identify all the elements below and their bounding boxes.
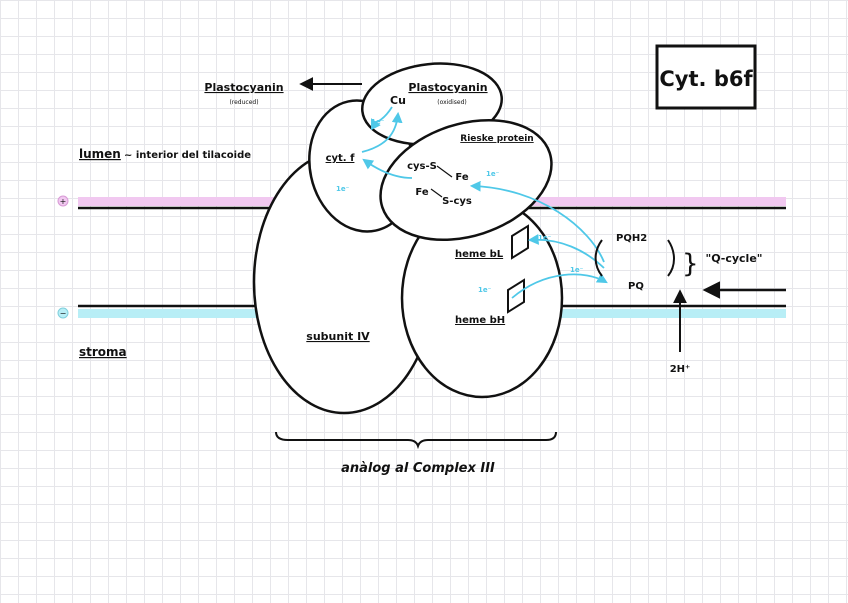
plastocyanin-oxidised-state: (oxidised) — [437, 99, 467, 106]
proton-label: 2H⁺ — [670, 364, 691, 375]
stroma-label: stroma — [79, 345, 127, 359]
cluster-bond-lower — [430, 188, 443, 198]
plastocyanin-oxidised-label: Plastocyanin — [408, 81, 487, 94]
electron-arrow-fe-to-cytf — [362, 158, 413, 179]
copper-center-label: Cu — [390, 94, 406, 107]
electron-label-heme-mid: 1e⁻ — [570, 266, 584, 274]
heme-bh-label: heme bH — [455, 315, 505, 326]
stroma-charge-marker — [57, 307, 69, 319]
electron-label-pc: 1e⁻ — [371, 118, 385, 126]
lumen-charge-sign: + — [60, 197, 67, 206]
q-cycle-close-paren — [667, 239, 675, 277]
cluster-bond-upper — [436, 165, 453, 178]
electron-label-heme-lower: 1e⁻ — [478, 286, 492, 294]
pqh2-label: PQH2 — [616, 233, 647, 244]
electron-pathways — [361, 106, 608, 299]
cluster-fe-right: Fe — [455, 172, 468, 183]
heme-bh-shape — [507, 278, 525, 314]
heme-bl-label: heme bL — [455, 249, 504, 260]
plastocyanin-reduced-label: Plastocyanin — [204, 81, 283, 94]
q-cycle-open-paren — [594, 239, 603, 277]
subunit-iv-label: subunit IV — [306, 330, 370, 343]
pq-label: PQ — [628, 281, 644, 292]
rieske-protein-label: Rieske protein — [460, 134, 533, 144]
rieske-protein-ellipse — [379, 118, 553, 242]
electron-label-cytf: 1e⁻ — [336, 185, 350, 193]
electron-arrow-hemebh-to-pq — [511, 273, 608, 299]
electron-label-heme-upper: 1e⁻ — [538, 234, 552, 242]
lumen-charge-marker — [57, 195, 69, 207]
electron-arrow-cytf-to-cu — [361, 111, 403, 153]
electron-arrow-cu-to-pc — [371, 106, 393, 131]
electron-arrow-pqh2-to-hemebl — [527, 234, 605, 269]
stroma-charge-sign: − — [60, 309, 67, 318]
caption: anàlog al Complex III — [341, 461, 495, 476]
q-cycle-brace: } — [682, 249, 699, 279]
plastocyanin-reduced-state: (reduced) — [229, 99, 258, 106]
title-box — [655, 44, 757, 110]
title: Cyt. b6f — [659, 67, 753, 91]
heme-bl-shape — [511, 224, 529, 260]
complex-brace — [275, 431, 557, 450]
cluster-s-cys-bottom: S-cys — [442, 196, 472, 207]
electron-label-rieske: 1e⁻ — [486, 170, 500, 178]
lumen-label: lumen — [79, 147, 121, 161]
cluster-fe-left: Fe — [415, 187, 428, 198]
cluster-cys-s-top: cys-S — [407, 161, 437, 172]
lumen-description: ~ interior del tilacoide — [124, 150, 251, 161]
cyt-f-label: cyt. f — [326, 153, 356, 164]
q-cycle-label: "Q-cycle" — [705, 252, 762, 265]
